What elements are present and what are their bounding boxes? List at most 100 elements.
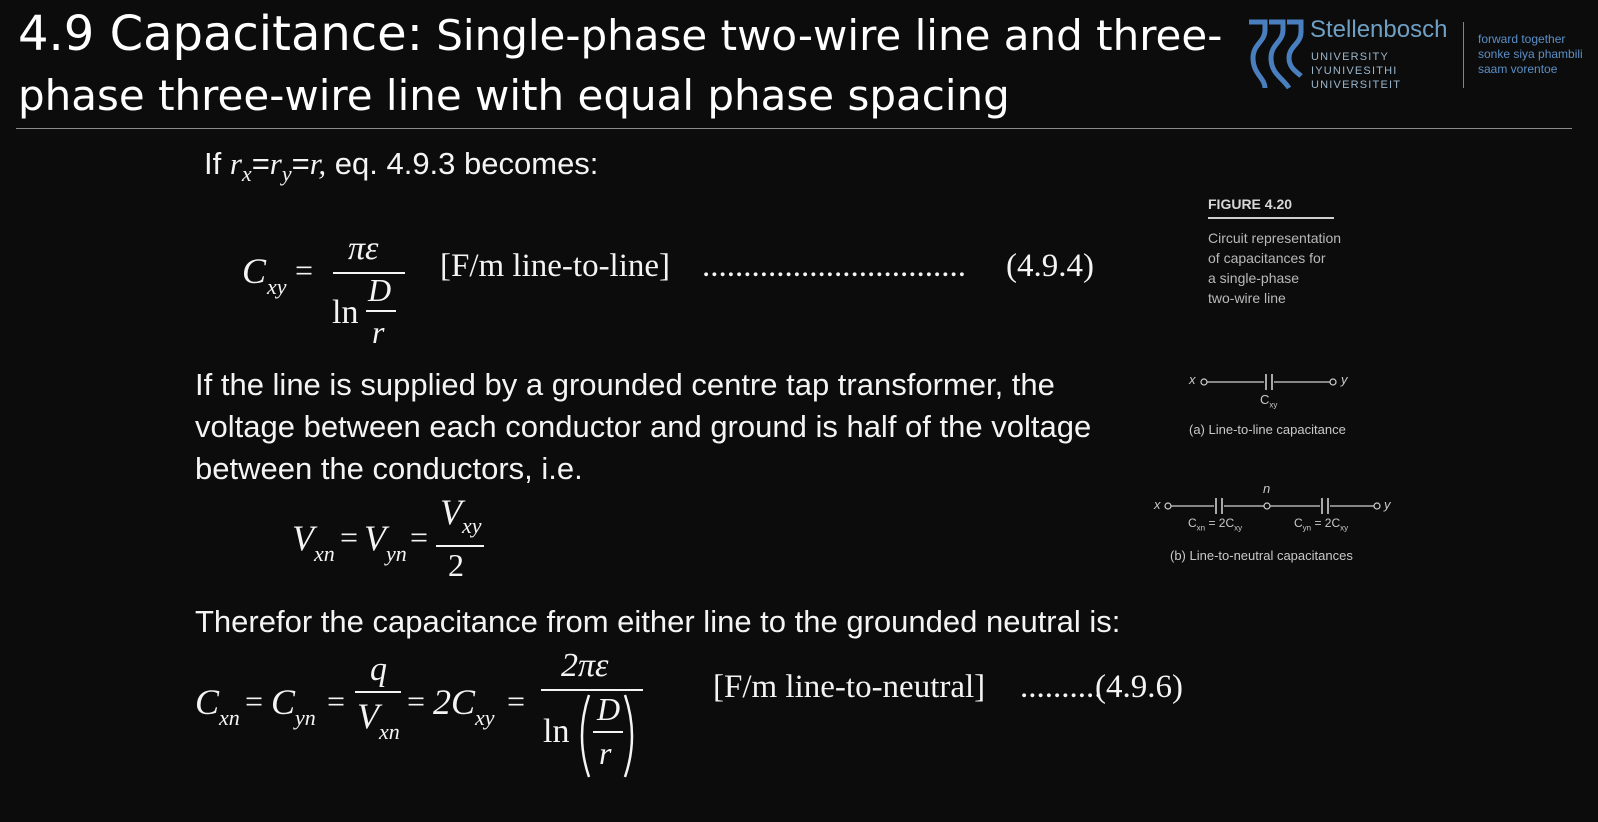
slide-title: 4.9 Capacitance: Single-phase two-wire l…	[18, 4, 1222, 126]
intro-eq2: =	[291, 146, 310, 181]
figure-a-caption: (a) Line-to-line capacitance	[1189, 422, 1346, 437]
intro-ry-sub: y	[281, 161, 292, 187]
equation-4-9-4: C xy = πε ln D r [F/m line-to-line] ....…	[240, 228, 1120, 358]
eq496-q-bar	[355, 691, 401, 693]
figure-a-c: Cxy	[1260, 392, 1277, 410]
figure-caption: Circuit representation of capacitances f…	[1208, 228, 1341, 308]
eq496-sv: xn	[379, 719, 400, 744]
intro-eq1: =	[251, 146, 270, 181]
logo-tag-2: sonke siya phambili	[1478, 47, 1583, 61]
eq496-dots: ..........	[1020, 669, 1103, 705]
figure-cap-4: two-wire line	[1208, 290, 1286, 306]
eq496-eq4: =	[507, 683, 526, 719]
intro-rest: eq. 4.9.3 becomes:	[326, 146, 599, 181]
figure-a-y: y	[1341, 372, 1348, 387]
eq496-V: V	[357, 696, 379, 736]
figure-b-x: x	[1154, 497, 1161, 512]
intro-r: r,	[309, 146, 327, 181]
equation-4-9-6: C xn = C yn = q V xn = 2C xy = 2πε ln D …	[195, 647, 1215, 795]
eq496-s3: xy	[475, 705, 495, 730]
title-rest: Single-phase two-wire line and three-	[422, 11, 1223, 60]
eqV-eq2: =	[410, 519, 429, 555]
figure-b-c2-val-sub: xy	[1340, 523, 1349, 533]
logo-name: Stellenbosch	[1310, 16, 1448, 43]
eq494-inner-bar	[366, 310, 396, 312]
figure-title: FIGURE 4.20	[1208, 196, 1293, 212]
eq496-parentheses	[580, 694, 634, 778]
para1-line1: If the line is supplied by a grounded ce…	[195, 367, 1055, 402]
eq496-number: (4.9.6)	[1095, 669, 1183, 705]
intro-rx-sub: x	[241, 161, 252, 187]
paragraph-centre-tap: If the line is supplied by a grounded ce…	[195, 364, 1091, 490]
eq496-q: q	[370, 651, 387, 688]
figure-b-c1-main: C	[1188, 516, 1197, 530]
eq494-lhs: C	[242, 251, 267, 291]
figure-b-circuit	[1164, 498, 1381, 514]
figure-b-n: n	[1263, 481, 1271, 496]
eq496-C1: C	[195, 682, 220, 722]
eq494-equals: =	[295, 252, 314, 288]
logo-sub-2: IYUNIVESITHI	[1311, 65, 1398, 77]
eq496-inner-bar	[593, 731, 623, 733]
eq496-s2: yn	[295, 705, 316, 730]
eq494-fraction-bar	[333, 272, 405, 274]
figure-a-x: x	[1189, 372, 1196, 387]
title-section: 4.9 Capacitance:	[18, 6, 423, 62]
intro-line: If rx=ry=r, eq. 4.9.3 becomes:	[204, 146, 598, 187]
figure-b-caption: (b) Line-to-neutral capacitances	[1170, 548, 1353, 563]
eq496-C2: C	[271, 682, 296, 722]
eqV-fraction-bar	[436, 545, 484, 547]
figure-a-circuit	[1200, 374, 1337, 390]
figure-b-c1-val: = 2C	[1205, 516, 1235, 530]
figure-b-c2-main: C	[1294, 516, 1303, 530]
eqV-s2: yn	[386, 541, 407, 566]
eq494-dots: ................................	[702, 248, 966, 284]
eq496-ln: ln	[543, 713, 570, 750]
eq494-ln: ln	[332, 294, 359, 331]
figure-cap-1: Circuit representation	[1208, 230, 1342, 246]
eq494-r: r	[372, 314, 385, 350]
logo-tag-1: forward together	[1478, 32, 1566, 46]
figure-a-c-main: C	[1260, 392, 1270, 407]
logo-tag-3: saam vorentoe	[1478, 62, 1558, 76]
figure-b-c2-val: = 2C	[1311, 516, 1341, 530]
eq496-D: D	[597, 691, 621, 727]
logo-divider	[1463, 22, 1464, 88]
eq496-numerator: 2πε	[561, 647, 609, 684]
slide-title-line1: 4.9 Capacitance: Single-phase two-wire l…	[18, 4, 1222, 66]
figure-b-c1: Cxn = 2Cxy	[1188, 516, 1242, 532]
eq494-unit: [F/m line-to-line]	[440, 248, 671, 284]
figure-b-c2: Cyn = 2Cxy	[1294, 516, 1348, 532]
intro-ry: r	[269, 146, 282, 181]
intro-rx: r	[229, 146, 242, 181]
figure-b-c1-val-sub: xy	[1234, 523, 1243, 533]
eqV-V1: V	[292, 518, 314, 558]
eqV-eq1: =	[340, 519, 359, 555]
figure-b-y: y	[1384, 497, 1391, 512]
eq496-fraction-bar	[541, 689, 643, 691]
para1-line2: voltage between each conductor and groun…	[195, 409, 1092, 444]
eq496-eq1: =	[245, 683, 264, 719]
university-crest-icon	[1249, 19, 1304, 90]
logo-sub-1: UNIVERSITY	[1311, 51, 1390, 63]
equation-voltage: V xn = V yn = V xy 2	[290, 492, 510, 590]
eqV-s1: xn	[314, 541, 335, 566]
eq494-lhs-sub: xy	[267, 274, 287, 299]
logo-subtitle: UNIVERSITY IYUNIVESITHI UNIVERSITEIT	[1311, 50, 1401, 92]
figure-title-rule	[1208, 217, 1334, 219]
paragraph-therefor: Therefor the capacitance from either lin…	[195, 604, 1121, 639]
slide-title-line2: phase three-wire line with equal phase s…	[18, 71, 1010, 120]
eqV-V3: V	[440, 492, 462, 532]
eq496-unit: [F/m line-to-neutral]	[713, 669, 986, 705]
eq496-eq3: =	[407, 683, 426, 719]
eq494-number: (4.9.4)	[1006, 248, 1094, 284]
eq494-D: D	[368, 272, 392, 308]
eq496-r: r	[599, 735, 612, 771]
para1-line3: between the conductors, i.e.	[195, 451, 583, 486]
figure-b-c2-sub: yn	[1302, 523, 1312, 533]
eq496-2C: 2C	[433, 682, 476, 722]
figure-b-c1-sub: xn	[1196, 523, 1206, 533]
figure-cap-2: of capacitances for	[1208, 250, 1326, 266]
intro-if: If	[204, 146, 230, 181]
logo-tagline: forward together sonke siya phambili saa…	[1478, 32, 1583, 77]
